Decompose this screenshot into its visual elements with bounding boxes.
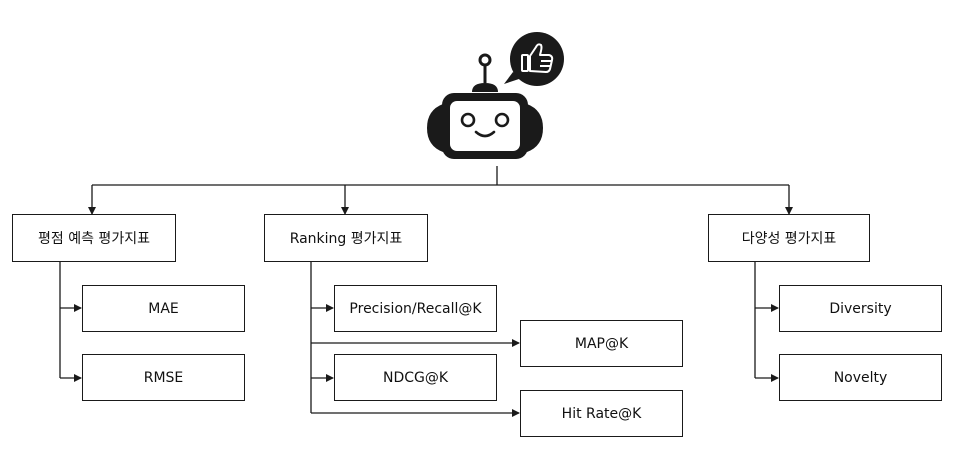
diversity-node: Diversity [779, 285, 942, 332]
rmse-label: RMSE [143, 369, 184, 386]
diversity-metrics-label: 다양성 평가지표 [741, 231, 837, 247]
ranking-metrics-label: Ranking 평가지표 [289, 231, 403, 247]
diversity-metrics-node: 다양성 평가지표 [708, 214, 870, 262]
hit-rate-node: Hit Rate@K [520, 390, 683, 437]
rating-metrics-label: 평점 예측 평가지표 [38, 231, 150, 247]
rmse-node: RMSE [82, 354, 245, 401]
mae-label: MAE [148, 300, 179, 317]
thumbs-up-icon [521, 43, 554, 73]
thumbs-up-bubble [504, 32, 564, 86]
rating-metrics-node: 평점 예측 평가지표 [12, 214, 176, 262]
map-node: MAP@K [520, 320, 683, 367]
ndcg-node: NDCG@K [334, 354, 497, 401]
precision-recall-node: Precision/Recall@K [334, 285, 497, 332]
diversity-label: Diversity [829, 300, 892, 317]
precision-recall-label: Precision/Recall@K [349, 300, 482, 317]
robot-icon [427, 53, 543, 159]
ranking-metrics-node: Ranking 평가지표 [264, 214, 428, 262]
mae-node: MAE [82, 285, 245, 332]
ndcg-label: NDCG@K [382, 369, 449, 386]
novelty-node: Novelty [779, 354, 942, 401]
hit-rate-label: Hit Rate@K [561, 405, 642, 422]
novelty-label: Novelty [833, 369, 888, 386]
map-label: MAP@K [574, 335, 629, 352]
